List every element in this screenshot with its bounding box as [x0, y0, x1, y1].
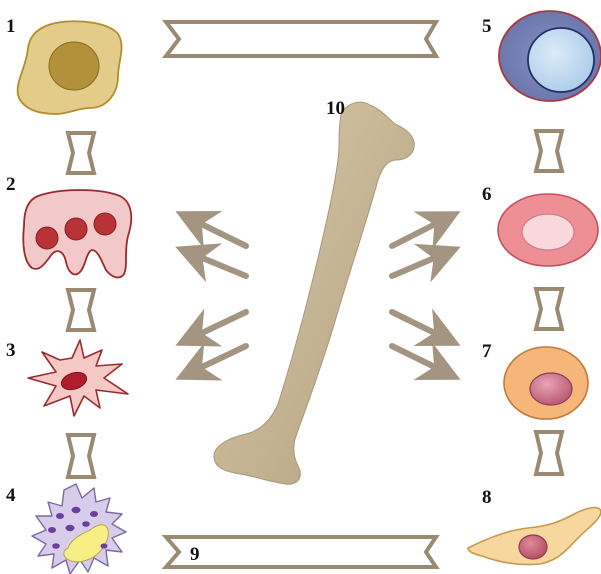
top-horizontal-connector [166, 22, 436, 56]
arrow-right-2 [392, 250, 453, 276]
cell-4 [32, 484, 126, 574]
cell-2-nucleus-a [36, 227, 58, 249]
label-6: 6 [482, 184, 492, 205]
label-7: 7 [482, 341, 492, 362]
label-4: 4 [6, 485, 16, 506]
cell-1-nucleus [49, 42, 99, 90]
bottom-horizontal-connector [166, 537, 436, 567]
arrow-right-1 [392, 215, 453, 246]
right-vertical-connectors [536, 131, 562, 474]
connector-6-7 [536, 289, 562, 329]
cell-6 [498, 194, 598, 266]
connector-5-6 [536, 131, 562, 171]
cell-8-nucleus [519, 535, 547, 559]
connector-3-4 [68, 435, 94, 477]
cell-5 [499, 11, 601, 101]
label-2: 2 [6, 174, 16, 195]
arrows-to-left [183, 215, 246, 376]
cell-8 [468, 508, 601, 565]
arrow-right-3 [392, 312, 453, 342]
arrow-left-3 [183, 312, 246, 342]
arrow-right-4 [392, 346, 453, 376]
label-9: 9 [190, 544, 200, 565]
arrows-to-right [392, 215, 453, 376]
connector-1-2 [68, 133, 94, 173]
connector-7-8 [536, 432, 562, 474]
cell-3 [28, 340, 128, 416]
label-10: 10 [326, 98, 345, 119]
cell-5-inner [528, 28, 594, 92]
cell-2-nucleus-b [65, 218, 87, 240]
arrow-left-4 [183, 346, 246, 376]
cell-1 [18, 21, 122, 114]
label-8: 8 [482, 487, 492, 508]
arrow-left-1 [183, 215, 246, 246]
femur-bone [214, 102, 414, 484]
cell-7-nucleus [530, 373, 572, 405]
cell-2-nucleus-c [94, 213, 116, 235]
arrow-left-2 [183, 250, 246, 276]
cell-7 [504, 347, 588, 419]
label-1: 1 [6, 16, 16, 37]
label-5: 5 [482, 16, 492, 37]
connector-2-3 [68, 290, 94, 330]
cell-2 [23, 190, 131, 277]
left-vertical-connectors [68, 133, 94, 477]
label-3: 3 [6, 340, 16, 361]
cell-6-center [522, 214, 574, 250]
